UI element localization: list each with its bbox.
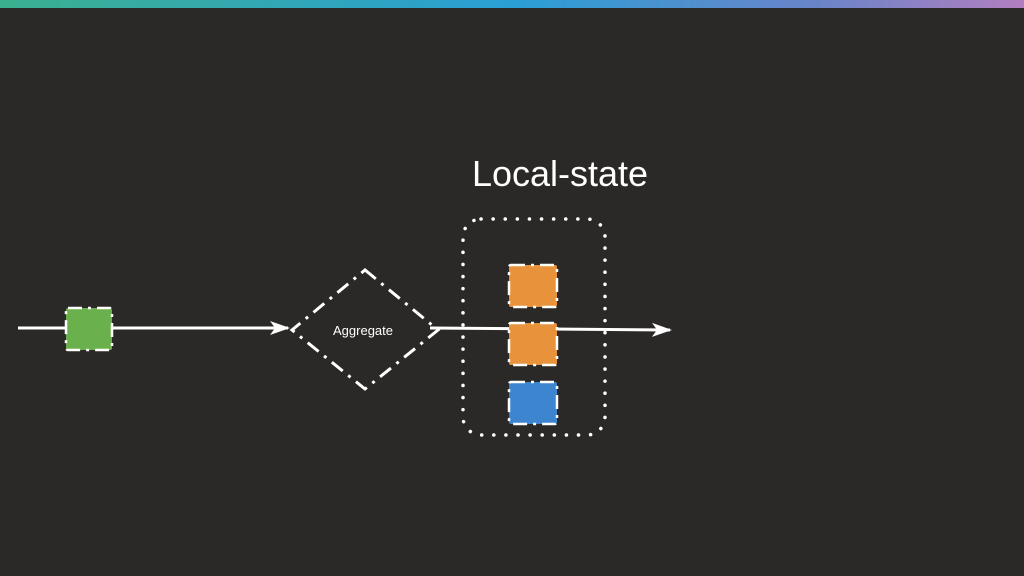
aggregate-operator-diamond [289,268,441,391]
input-event-square [64,306,114,352]
top-gradient-bar [0,0,1024,8]
state-item-orange-1 [507,263,559,309]
state-item-blue [507,380,559,426]
state-item-orange-2 [507,321,559,367]
local-state-title: Local-state [472,153,648,194]
aggregate-operator-label: Aggregate [333,323,393,338]
